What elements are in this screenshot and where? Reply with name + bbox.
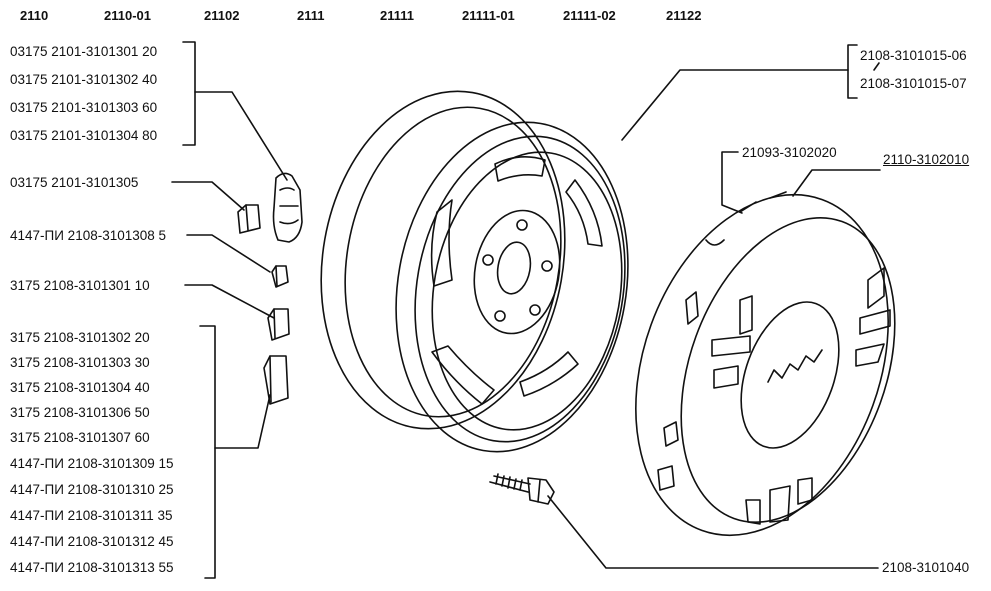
model-21102: 21102 [204,8,240,23]
part-label-weight-5: 4147-ПИ 2108-3101308 5 [10,228,167,243]
balance-weight-small [271,265,289,288]
part-label-g2-6: 4147-ПИ 2108-3101310 25 [10,482,174,497]
part-label-wheel-07: 2108-3101015-07 [860,76,967,91]
part-label-bolt: 2108-3101040 [882,560,970,575]
model-2111: 2111 [297,8,325,23]
part-label-g2-9: 4147-ПИ 2108-3101313 55 [10,560,174,575]
part-label-g2-1: 3175 2108-3101303 30 [10,355,150,370]
wheel-rim [320,90,629,453]
model-2110: 2110 [20,8,49,23]
part-label-weight-20: 03175 2101-3101301 20 [10,44,158,59]
balance-weight-medium [267,308,290,341]
part-label-wheel-06: 2108-3101015-06 [860,48,967,63]
part-label-g2-4: 3175 2108-3101307 60 [10,430,150,445]
model-21122: 21122 [666,8,702,23]
leader-lines [171,41,881,579]
balance-weight-clip-large [272,172,303,243]
model-2110-01: 2110-01 [104,8,151,23]
part-label-g2-2: 3175 2108-3101304 40 [10,380,150,395]
part-label-weight-10: 3175 2108-3101301 10 [10,278,150,293]
part-label-weight-40: 03175 2101-3101302 40 [10,72,158,87]
part-label-g2-0: 3175 2108-3101302 20 [10,330,150,345]
part-label-g2-8: 4147-ПИ 2108-3101312 45 [10,534,174,549]
part-label-g2-7: 4147-ПИ 2108-3101311 35 [10,508,173,523]
balance-weight-clip [237,204,261,234]
part-label-weight-60: 03175 2101-3101303 60 [10,100,158,115]
part-label-g2-3: 3175 2108-3101306 50 [10,405,150,420]
part-label-g2-5: 4147-ПИ 2108-3101309 15 [10,456,174,471]
part-label-clip: 03175 2101-3101305 [10,175,139,190]
part-label-cap-b: 2110-3102010 [883,152,970,167]
model-21111-02: 21111-02 [563,8,616,23]
wheel-bolt [489,473,555,505]
part-label-weight-80: 03175 2101-3101304 80 [10,128,158,143]
model-21111-01: 21111-01 [462,8,515,23]
part-label-cap-a: 21093-3102020 [742,145,837,160]
balance-weight-large [263,355,289,405]
wheel-cap [635,191,896,537]
model-21111: 21111 [380,8,414,23]
